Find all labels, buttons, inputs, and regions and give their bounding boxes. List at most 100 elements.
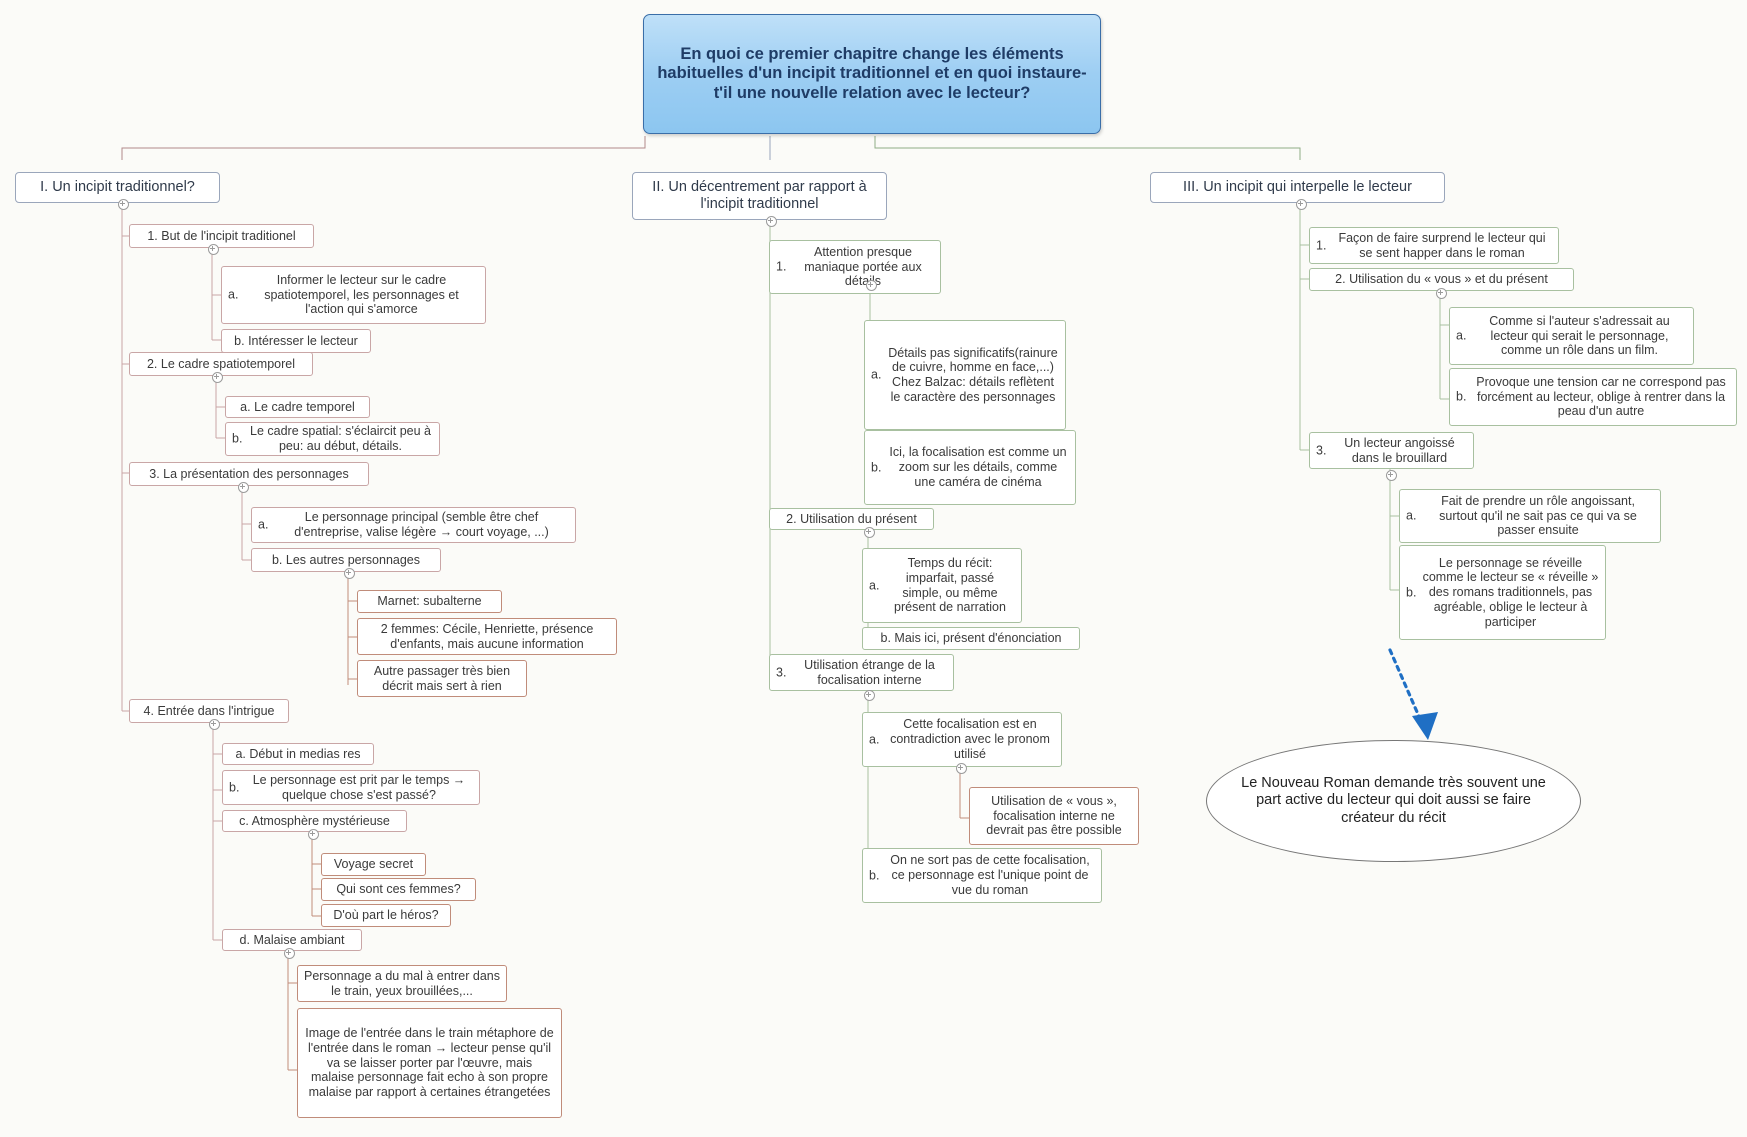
node-I-3-a-text: Le personnage principal (semble être che… [294, 510, 549, 539]
collapse-toggle-II-3[interactable] [864, 690, 875, 701]
collapse-toggle-I-4[interactable] [209, 719, 220, 730]
node-III-3[interactable]: 3. Un lecteur angoissé dans le brouillar… [1309, 432, 1474, 469]
node-III-1[interactable]: 1. Façon de faire surprend le lecteur qu… [1309, 227, 1559, 264]
branch-1-label: I. Un incipit traditionnel? [40, 178, 195, 195]
node-III-3-a-text: Fait de prendre un rôle angoissant, surt… [1439, 493, 1637, 538]
node-II-1-a[interactable]: a. Détails pas significatifs(rainure de … [864, 320, 1066, 430]
collapse-toggle-II-1[interactable] [866, 280, 877, 291]
branch-title-3[interactable]: III. Un incipit qui interpelle le lecteu… [1150, 172, 1445, 203]
node-II-3-b[interactable]: b. On ne sort pas de cette focalisation,… [862, 848, 1102, 903]
node-III-3-marker: 3. [1316, 443, 1327, 458]
node-I-4-c-1[interactable]: Voyage secret [321, 853, 426, 876]
collapse-toggle-branch-2[interactable] [766, 216, 777, 227]
node-I-4[interactable]: 4. Entrée dans l'intrigue [129, 699, 289, 723]
node-II-1-b[interactable]: b. Ici, la focalisation est comme un zoo… [864, 430, 1076, 505]
node-II-3[interactable]: 3. Utilisation étrange de la focalisatio… [769, 654, 954, 691]
node-II-2-b[interactable]: b. Mais ici, présent d'énonciation [862, 627, 1080, 650]
node-III-3-a[interactable]: a. Fait de prendre un rôle angoissant, s… [1399, 489, 1661, 543]
node-I-3-a-marker: a. [258, 517, 269, 532]
node-II-2-text: 2. Utilisation du présent [786, 511, 917, 526]
node-III-2-a[interactable]: a. Comme si l'auteur s'adressait au lect… [1449, 307, 1694, 365]
node-II-3-a-marker: a. [869, 732, 880, 747]
node-I-4-c-3-text: D'où part le héros? [333, 908, 439, 923]
node-I-4-d-2[interactable]: Image de l'entrée dans le train métaphor… [297, 1008, 562, 1118]
node-II-1-b-marker: b. [871, 460, 882, 475]
node-I-4-c-2-text: Qui sont ces femmes? [336, 882, 461, 897]
node-I-1-a[interactable]: a. Informer le lecteur sur le cadre spat… [221, 266, 486, 324]
node-I-2[interactable]: 2. Le cadre spatiotemporel [129, 352, 313, 376]
node-I-2-b[interactable]: b. Le cadre spatial: s'éclaircit peu à p… [225, 422, 440, 456]
node-I-4-a[interactable]: a. Début in medias res [222, 743, 374, 765]
node-II-3-a[interactable]: a. Cette focalisation est en contradicti… [862, 712, 1062, 767]
node-III-2[interactable]: 2. Utilisation du « vous » et du présent [1309, 268, 1574, 291]
node-III-2-a-text: Comme si l'auteur s'adressait au lecteur… [1489, 313, 1670, 358]
node-II-1-text: Attention presque maniaque portée aux dé… [804, 244, 922, 289]
node-I-3-b-3-text: Autre passager très bien décrit mais ser… [373, 663, 511, 693]
conclusion-node[interactable]: Le Nouveau Roman demande très souvent un… [1206, 740, 1581, 862]
node-II-1-a-marker: a. [871, 367, 882, 382]
node-I-4-b[interactable]: b. Le personnage est prit par le temps →… [222, 770, 480, 805]
node-III-2-text: 2. Utilisation du « vous » et du présent [1335, 272, 1548, 287]
collapse-toggle-III-2[interactable] [1436, 288, 1447, 299]
node-I-4-a-text: a. Début in medias res [235, 746, 361, 761]
node-II-3-a-1-text: Utilisation de « vous », focalisation in… [986, 793, 1122, 838]
node-I-1[interactable]: 1. But de l'incipit traditionel [129, 224, 314, 248]
node-I-2-a-text: a. Le cadre temporel [240, 399, 355, 414]
collapse-toggle-branch-1[interactable] [118, 199, 129, 210]
node-I-2-a[interactable]: a. Le cadre temporel [225, 396, 370, 418]
node-II-1-a-text: Détails pas significatifs(rainure de cui… [888, 345, 1058, 404]
node-I-1-b-text: b. Intéresser le lecteur [234, 333, 358, 348]
node-I-2-b-marker: b. [232, 431, 243, 446]
collapse-toggle-II-3-a[interactable] [956, 763, 967, 774]
node-I-3[interactable]: 3. La présentation des personnages [129, 462, 369, 486]
branch-2-label: II. Un décentrement par rapport à l'inci… [652, 178, 867, 212]
node-I-3-b-3[interactable]: Autre passager très bien décrit mais ser… [357, 660, 527, 697]
node-I-3-b-1-text: Marnet: subalterne [377, 594, 482, 609]
node-I-3-b[interactable]: b. Les autres personnages [251, 548, 441, 572]
node-I-3-text: 3. La présentation des personnages [149, 466, 349, 481]
node-II-2-a-marker: a. [869, 578, 880, 593]
node-I-4-c-3[interactable]: D'où part le héros? [321, 904, 451, 927]
collapse-toggle-I-1[interactable] [208, 244, 219, 255]
node-II-2-a[interactable]: a. Temps du récit: imparfait, passé simp… [862, 548, 1022, 623]
node-II-2-b-text: b. Mais ici, présent d'énonciation [880, 631, 1062, 646]
node-II-2[interactable]: 2. Utilisation du présent [769, 508, 934, 530]
node-I-3-a[interactable]: a. Le personnage principal (semble être … [251, 507, 576, 543]
node-I-4-d-1-text: Personnage a du mal à entrer dans le tra… [304, 968, 500, 998]
node-I-4-b-marker: b. [229, 780, 240, 795]
collapse-toggle-II-2[interactable] [864, 527, 875, 538]
node-I-4-d[interactable]: d. Malaise ambiant [222, 929, 362, 951]
collapse-toggle-I-3-b[interactable] [344, 568, 355, 579]
collapse-toggle-I-3[interactable] [238, 482, 249, 493]
collapse-toggle-I-4-c[interactable] [308, 829, 319, 840]
node-I-1-b[interactable]: b. Intéresser le lecteur [221, 329, 371, 353]
node-III-3-a-marker: a. [1406, 508, 1417, 523]
node-III-3-text: Un lecteur angoissé dans le brouillard [1344, 435, 1455, 465]
node-I-4-c-2[interactable]: Qui sont ces femmes? [321, 878, 476, 901]
node-II-1-b-text: Ici, la focalisation est comme un zoom s… [889, 445, 1067, 489]
root-node[interactable]: En quoi ce premier chapitre change les é… [643, 14, 1101, 134]
node-I-3-b-2-text: 2 femmes: Cécile, Henriette, présence d'… [380, 621, 594, 651]
node-III-1-text: Façon de faire surprend le lecteur qui s… [1338, 230, 1546, 260]
node-I-3-b-1[interactable]: Marnet: subalterne [357, 590, 502, 613]
collapse-toggle-III-3[interactable] [1386, 470, 1397, 481]
node-I-4-c[interactable]: c. Atmosphère mystérieuse [222, 810, 407, 832]
node-III-1-marker: 1. [1316, 238, 1327, 253]
node-III-2-b[interactable]: b. Provoque une tension car ne correspon… [1449, 368, 1737, 426]
node-III-2-b-marker: b. [1456, 389, 1467, 404]
node-I-3-b-2[interactable]: 2 femmes: Cécile, Henriette, présence d'… [357, 618, 617, 655]
node-II-3-a-1[interactable]: Utilisation de « vous », focalisation in… [969, 787, 1139, 845]
node-II-1[interactable]: 1. Attention presque maniaque portée aux… [769, 240, 941, 294]
node-I-2-b-text: Le cadre spatial: s'éclaircit peu à peu:… [250, 424, 431, 453]
node-I-2-text: 2. Le cadre spatiotemporel [146, 356, 296, 371]
branch-title-1[interactable]: I. Un incipit traditionnel? [15, 172, 220, 203]
collapse-toggle-I-2[interactable] [212, 372, 223, 383]
node-I-1-a-marker: a. [228, 287, 239, 302]
branch-title-2[interactable]: II. Un décentrement par rapport à l'inci… [632, 172, 887, 220]
node-I-4-d-1[interactable]: Personnage a du mal à entrer dans le tra… [297, 965, 507, 1002]
node-I-4-c-text: c. Atmosphère mystérieuse [239, 813, 390, 828]
node-III-3-b[interactable]: b. Le personnage se réveille comme le le… [1399, 545, 1606, 640]
collapse-toggle-branch-3[interactable] [1296, 199, 1307, 210]
collapse-toggle-I-4-d[interactable] [284, 948, 295, 959]
